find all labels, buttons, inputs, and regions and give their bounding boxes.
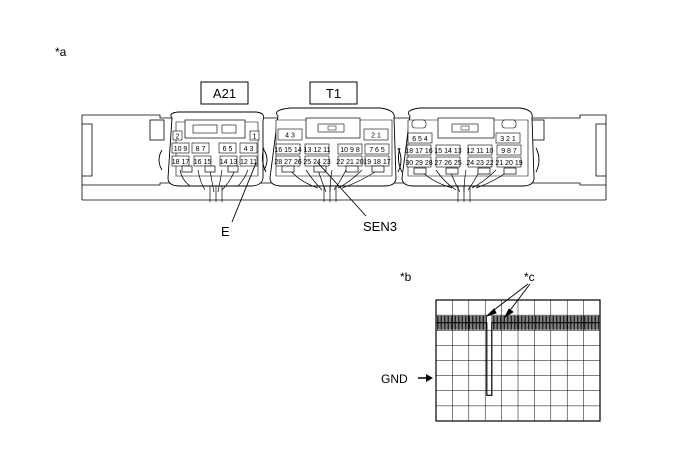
pin-label: 1 [253,134,257,141]
pin-label: 3 2 1 [500,136,516,143]
pin-label: 16 15 14 [274,147,301,154]
pin-label: 7 6 5 [369,147,385,154]
callout-leader-sen3 [317,162,367,217]
pin-label: 19 18 17 [363,159,390,166]
pin-label: 18 17 [172,159,190,166]
pin-label: 13 12 11 [304,147,331,154]
pin-label: 8 7 [196,146,206,153]
oscilloscope-screen [435,299,601,422]
figure-b-marker: *b [400,270,412,284]
pin-label: 10 9 8 [340,147,360,154]
gnd-arrow-icon [418,374,433,382]
pin-label: 4 3 [244,146,254,153]
connector-3-harness [413,167,517,202]
connector-label-a21: A21 [200,81,249,105]
callout-leader-e [231,162,257,223]
pin-label: 6 5 [223,146,233,153]
connector-t1-pins: 4 3 2 1 16 15 14 13 12 11 10 9 8 7 6 5 2… [274,128,391,167]
pin-label: 9 8 7 [501,148,517,155]
connector-t1-harness [281,165,385,202]
connector-3-pins: 6 5 4 3 2 1 18 17 16 15 14 13 12 11 10 9… [405,132,523,168]
callout-c-arrows [486,283,531,319]
pin-label: 12 11 10 [467,148,494,155]
connector-a21-harness [179,165,249,202]
callout-c: *c [524,270,535,284]
pin-label: 18 17 16 [405,148,432,155]
connector-label-a21-text: A21 [213,86,236,101]
figure-a-marker: *a [55,45,67,59]
pin-label: 24 23 22 [466,160,493,167]
callout-sen3: SEN3 [363,219,397,234]
pin-label: 21 20 19 [495,160,522,167]
connector-label-t1: T1 [309,81,358,105]
pin-label: 22 21 20 [336,159,363,166]
pin-label: 30 29 28 [405,160,432,167]
pin-label: 10 9 [174,146,188,153]
pin-label: 4 3 [285,133,295,140]
connector-label-t1-text: T1 [326,86,341,101]
pin-label: 28 27 26 [274,159,301,166]
callout-e: E [221,224,230,239]
pin-label: 2 [176,134,180,141]
pin-label: 12 11 [240,159,257,166]
pin-label: 27 26 25 [434,160,461,167]
pin-label: 15 14 13 [434,148,461,155]
pin-label: 14 13 [220,159,238,166]
gnd-label: GND [381,372,408,386]
connector-a21-pins: 2 1 10 9 8 7 6 5 4 3 18 17 16 15 14 13 1… [171,130,260,167]
pin-label: 16 15 [194,159,212,166]
pin-label: 6 5 4 [412,136,428,143]
pin-label: 25 24 23 [303,159,330,166]
pin-label: 2 1 [371,133,381,140]
connector-a21 [158,111,268,187]
signal-trace [436,322,600,396]
